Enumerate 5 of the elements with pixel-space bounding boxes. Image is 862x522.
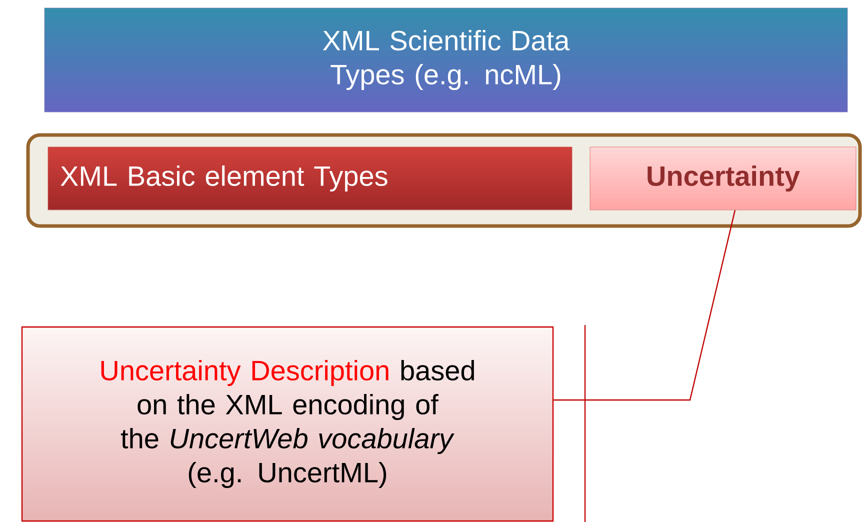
element-box: XML Basic element Types [48, 146, 572, 210]
uncertainty-box: Uncertainty [590, 146, 856, 210]
title-banner: XML Scientific Data Types (e.g. ncML) [44, 8, 848, 112]
description-box: Uncertainty Description based on the XML encoding of the UncertWeb vocabulary (e.g. UncertML) [21, 326, 554, 522]
leader-line [554, 210, 736, 401]
